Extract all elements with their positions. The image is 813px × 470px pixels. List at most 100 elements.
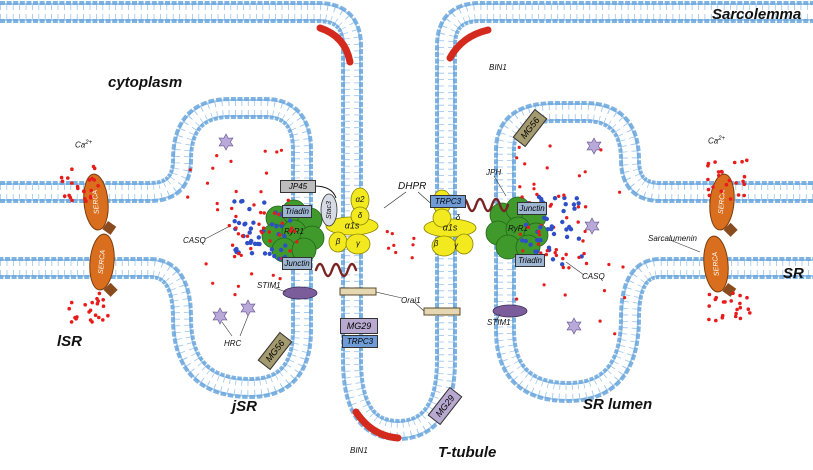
left-sr-membrane [0, 97, 313, 400]
bin1-label-bottom: BIN1 [350, 446, 368, 455]
calcium-label-right: Ca2+ [708, 136, 726, 146]
left-sr-membrane-tails [0, 99, 311, 398]
serca-right-bottom-label: SERCA [712, 251, 721, 276]
casq-particle [288, 218, 293, 223]
calcium-label-left: Ca2+ [75, 140, 93, 150]
calcium-ion [716, 170, 721, 174]
casq-particle [528, 242, 533, 247]
dhpr-left-delta-label: δ [358, 211, 363, 220]
sarcolemma-label: Sarcolemma [712, 6, 802, 23]
casq-particle [257, 241, 262, 247]
casq-particle [560, 262, 565, 267]
calcium-ion [90, 300, 94, 305]
calcium-ion [88, 318, 93, 322]
calcium-ion [204, 262, 208, 266]
calcium-ion [106, 313, 110, 318]
calcium-ion [576, 205, 581, 209]
calcium-ion [706, 187, 711, 192]
calcium-ion [727, 178, 732, 183]
junctin-box-left: Junctin [282, 257, 312, 270]
casq-particle [232, 219, 237, 224]
calcium-ion [62, 194, 67, 198]
calcium-ion [557, 194, 561, 198]
casq-particle [576, 236, 582, 241]
calcium-ion [412, 236, 416, 240]
calcium-ion [613, 332, 617, 336]
calcium-ion [742, 182, 747, 187]
casq-particle [256, 235, 261, 240]
calcium-ion [607, 262, 611, 267]
jph-left [314, 262, 358, 278]
dhpr-left-alpha1s-label: α1s [345, 220, 360, 230]
dhpr-right-delta-label: δ [456, 213, 461, 222]
calcium-ion [532, 187, 536, 191]
calcium-ion [517, 145, 521, 149]
casq-particle [283, 243, 288, 248]
calcium-ion [267, 230, 271, 234]
calcium-ion [707, 304, 711, 308]
hrc-star [218, 133, 234, 151]
calcium-ion [101, 298, 105, 302]
jph-right [458, 197, 510, 213]
calcium-ion [542, 283, 546, 287]
calcium-ion [562, 193, 566, 197]
casq-particle [539, 196, 544, 202]
calcium-ion [623, 296, 627, 300]
calcium-ion [717, 173, 721, 178]
dhpr-right-delta [432, 208, 452, 228]
calcium-ion [515, 297, 519, 301]
casq-particle [561, 208, 566, 214]
casq-particle [545, 227, 551, 232]
calcium-ion [564, 252, 568, 257]
calcium-ion [75, 184, 80, 189]
serca-left-top-label: SERCA [92, 189, 101, 214]
triadin-box-right: Triadin [515, 254, 545, 267]
casq-particle [562, 195, 567, 201]
calcium-ion [734, 311, 738, 316]
dhpr-right-alpha1s-label: α1s [443, 222, 458, 232]
serca-right-top-body [709, 173, 735, 231]
calcium-ion [230, 243, 235, 247]
calcium-ion [92, 178, 96, 182]
stim1-leader-left [274, 287, 287, 293]
left-sr-membrane-tail-lines [0, 101, 309, 396]
dhpr-label: DHPR [398, 181, 427, 192]
calcium-ion [545, 249, 549, 253]
cytoplasm-label: cytoplasm [108, 74, 183, 91]
casq-particle [523, 222, 529, 227]
calcium-ion [229, 159, 233, 163]
right-sr-membrane-tails [496, 103, 813, 402]
casq-particle [269, 247, 275, 252]
casq-particle [269, 222, 275, 227]
right-sr-membrane-heads [494, 101, 813, 404]
calcium-ion [279, 148, 283, 152]
calcium-ion [553, 251, 557, 255]
casq-leader-right [565, 261, 585, 276]
calcium-ion [539, 251, 543, 255]
casq-particle [247, 206, 252, 212]
left-sr-membrane-mid [0, 106, 304, 391]
casq-particle [574, 196, 579, 201]
casq-leader-left [204, 225, 231, 240]
calcium-ion [535, 192, 539, 197]
casq-label-right: CASQ [582, 272, 605, 281]
calcium-ion [526, 225, 531, 229]
calcium-ion [549, 202, 553, 207]
calcium-ion [277, 212, 281, 217]
calcium-ion [237, 251, 241, 256]
serca-right-bottom-body [703, 235, 729, 293]
casq-particle [564, 227, 569, 232]
calcium-ion [239, 253, 243, 257]
hrc-label: HRC [224, 339, 242, 348]
calcium-ion [748, 311, 752, 315]
calcium-ion [288, 249, 292, 253]
calcium-ion [271, 273, 275, 277]
calcium-ion [733, 314, 738, 319]
calcium-ion [746, 307, 751, 312]
orai1-channel-left [339, 287, 377, 296]
calcium-ion [260, 231, 264, 235]
calcium-ion [240, 234, 245, 238]
